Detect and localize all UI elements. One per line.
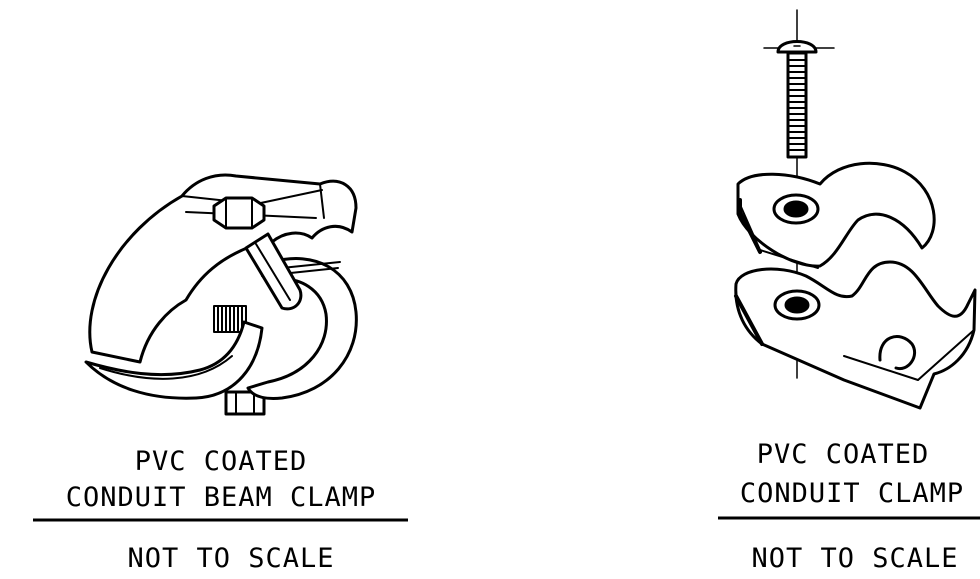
conduit-clamp-scale-note: NOT TO SCALE [751, 543, 958, 574]
beam-clamp-hex-nut [212, 196, 266, 230]
conduit-clamp-title-line2: CONDUIT CLAMP [740, 478, 964, 509]
conduit-clamp-title-line1: PVC COATED [757, 439, 930, 470]
conduit-clamp-upper-half [736, 161, 936, 268]
beam-clamp-threaded-insert [213, 305, 247, 333]
conduit-clamp-screw-head [776, 40, 818, 54]
beam-clamp-title-line1: PVC COATED [135, 446, 308, 477]
conduit-clamp-illustration [734, 9, 977, 410]
beam-clamp-scale-note: NOT TO SCALE [127, 543, 334, 574]
conduit-clamp-saddle-loop [878, 335, 917, 371]
beam-clamp-lower-lip [84, 320, 264, 400]
beam-clamp-rear-body [246, 257, 358, 400]
conduit-clamp-lower-half [734, 260, 977, 410]
conduit-clamp-screw-shank [786, 51, 808, 159]
beam-clamp-title-line2: CONDUIT BEAM CLAMP [66, 482, 377, 513]
beam-clamp-upper-jaw [88, 173, 358, 364]
beam-clamp-illustration [84, 173, 358, 416]
